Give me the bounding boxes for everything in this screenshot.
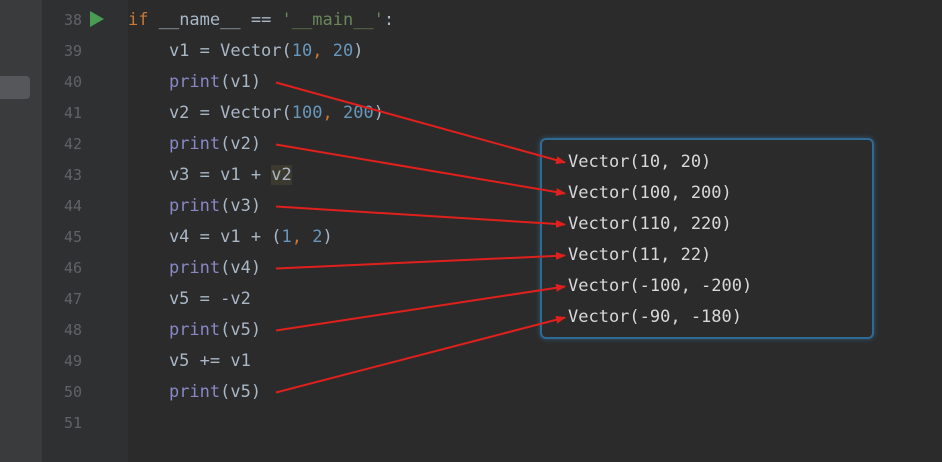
code-token: 1 <box>281 227 292 247</box>
line-number: 41 <box>63 104 82 122</box>
code-line[interactable]: print(v2) <box>128 129 261 160</box>
editor-gutter <box>42 0 129 462</box>
code-token: , <box>312 41 333 61</box>
output-line: Vector(11, 22) <box>568 245 712 265</box>
code-token: print <box>168 72 221 92</box>
code-token: v5 = -v2 <box>128 289 251 309</box>
code-token: v4 = v1 + ( <box>128 227 282 247</box>
code-token <box>128 72 169 92</box>
code-token <box>128 382 169 402</box>
line-number: 48 <box>63 321 82 339</box>
output-panel: Vector(10, 20) Vector(100, 200) Vector(110… <box>540 138 874 339</box>
line-number: 49 <box>63 352 82 370</box>
code-token: print <box>168 134 221 154</box>
line-number: 44 <box>63 197 82 215</box>
code-token: 2 <box>312 227 323 247</box>
code-line[interactable]: v4 = v1 + (1, 2) <box>128 222 333 253</box>
code-token: (v4) <box>220 258 262 278</box>
code-token: __name__ == <box>148 10 282 30</box>
code-token <box>128 134 169 154</box>
output-line: Vector(110, 220) <box>568 214 732 234</box>
code-token: (v5) <box>220 382 262 402</box>
code-line[interactable]: print(v5) <box>128 315 261 346</box>
output-line: Vector(100, 200) <box>568 183 732 203</box>
output-line: Vector(-100, -200) <box>568 276 753 296</box>
code-token <box>128 196 169 216</box>
line-number: 51 <box>63 414 82 432</box>
output-line: Vector(10, 20) <box>568 152 712 172</box>
line-number: 45 <box>63 228 82 246</box>
line-number: 39 <box>63 42 82 60</box>
code-token: v5 += v1 <box>128 351 251 371</box>
code-token <box>128 320 169 340</box>
tool-window-strip <box>0 0 42 462</box>
code-token: , <box>291 227 313 247</box>
code-token: 100 <box>291 103 323 123</box>
code-token: v2 <box>271 165 292 185</box>
line-number: 43 <box>63 166 82 184</box>
code-token: (v2) <box>220 134 262 154</box>
code-token: v1 = Vector( <box>128 41 292 61</box>
code-line[interactable]: v1 = Vector(10, 20) <box>128 36 364 67</box>
line-number: 50 <box>63 383 82 401</box>
code-token: print <box>168 196 221 216</box>
line-number: 38 <box>63 11 82 29</box>
code-line[interactable]: if __name__ == '__main__': <box>128 5 394 36</box>
code-line[interactable]: print(v4) <box>128 253 261 284</box>
code-line[interactable]: print(v5) <box>128 377 261 408</box>
code-token: ) <box>322 227 333 247</box>
code-token: if <box>128 10 149 30</box>
code-token: (v5) <box>220 320 262 340</box>
code-token: 200 <box>342 103 374 123</box>
code-token: print <box>168 258 221 278</box>
code-token: 10 <box>291 41 313 61</box>
code-token: print <box>168 382 221 402</box>
line-number: 47 <box>63 290 82 308</box>
code-line[interactable]: v3 = v1 + v2 <box>128 160 292 191</box>
output-line: Vector(-90, -180) <box>568 307 742 327</box>
code-token: print <box>168 320 221 340</box>
code-token: v2 = Vector( <box>128 103 292 123</box>
code-token: (v1) <box>220 72 262 92</box>
code-token: : <box>383 10 395 30</box>
line-number: 42 <box>63 135 82 153</box>
code-token <box>128 258 169 278</box>
code-token: ) <box>353 41 364 61</box>
code-line[interactable]: print(v1) <box>128 67 261 98</box>
code-line[interactable]: print(v3) <box>128 191 261 222</box>
code-token: v3 = v1 + <box>128 165 272 185</box>
code-token: ) <box>373 103 384 123</box>
code-token: 20 <box>332 41 354 61</box>
code-line[interactable]: v5 += v1 <box>128 346 251 377</box>
code-line[interactable]: v5 = -v2 <box>128 284 251 315</box>
line-number: 46 <box>63 259 82 277</box>
tool-window-tab[interactable] <box>0 76 30 99</box>
line-number: 40 <box>63 73 82 91</box>
code-token: (v3) <box>220 196 262 216</box>
code-token: , <box>322 103 343 123</box>
code-line[interactable]: v2 = Vector(100, 200) <box>128 98 384 129</box>
run-icon[interactable] <box>90 11 104 27</box>
code-token: '__main__' <box>281 10 384 30</box>
